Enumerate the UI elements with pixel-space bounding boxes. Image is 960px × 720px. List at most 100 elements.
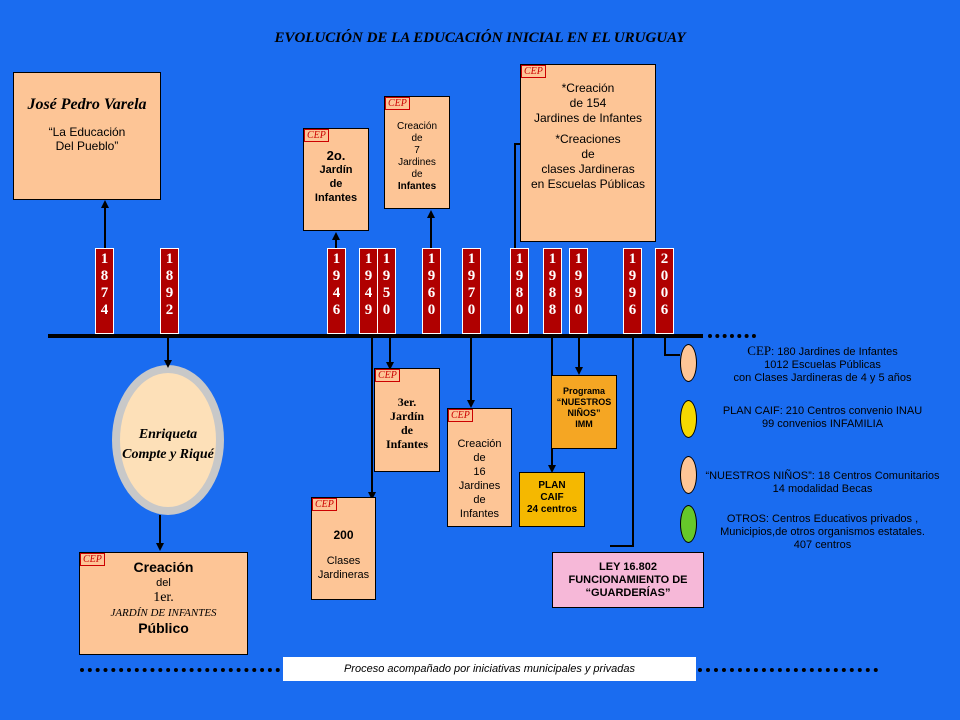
year-1874-d2: 8 [100, 268, 109, 284]
year-1996-d4: 6 [628, 302, 637, 318]
dieciseis-jardines-box: CEP Creación de 16 Jardines de Infantes [447, 408, 512, 527]
c154-l3: Jardines de Infantes [533, 111, 643, 125]
year-1874-d1: 1 [100, 251, 109, 267]
legend-oval-nn [680, 456, 697, 494]
year-1980-d2: 9 [515, 268, 524, 284]
siete-arrow [427, 210, 435, 218]
legend-otros-l1: OTROS: Centros Educativos privados , [726, 513, 919, 525]
year-1960-d3: 6 [427, 285, 436, 301]
year-1996-d2: 9 [628, 268, 637, 284]
enriqueta-name: Enriqueta Compte y Riqué [112, 425, 224, 465]
year-1980-d3: 8 [515, 285, 524, 301]
dieciseis-connector [470, 338, 472, 400]
year-1980-d4: 0 [515, 302, 524, 318]
ley-l2: FUNCIONAMIENTO DE [568, 574, 688, 586]
d16-l2: de [473, 452, 486, 464]
year-1970-d1: 1 [467, 251, 476, 267]
clases-200-box: CEP 200 Clases Jardineras [311, 497, 376, 600]
year-1970-d3: 7 [467, 285, 476, 301]
year-1949-d4: 9 [364, 302, 373, 318]
legend-oval-cep [680, 344, 697, 382]
legend-cep-l1: CEP: 180 Jardines de Infantes [700, 344, 945, 359]
c200-l2: Clases [326, 555, 361, 567]
creacion-arrow [156, 543, 164, 551]
year-1988-d1: 1 [548, 251, 557, 267]
cep-tag: CEP [80, 553, 105, 566]
timeline-axis [48, 334, 703, 338]
legend-otros-text: OTROS: Centros Educativos privados , Mun… [700, 513, 945, 552]
enriqueta-up-connector [167, 336, 169, 362]
d16-l6: Infantes [459, 508, 500, 520]
clases200-arrow [368, 492, 376, 500]
enriqueta-arrow [164, 360, 172, 368]
varela-name: José Pedro Varela [27, 96, 147, 113]
year-1946-d4: 6 [332, 302, 341, 318]
prog-l3: NIÑOS” [567, 408, 601, 418]
legend-nn-text: “NUESTROS NIÑOS”: 18 Centros Comunitario… [700, 470, 945, 496]
year-1990-d3: 9 [574, 285, 583, 301]
year-1990-d4: 0 [574, 302, 583, 318]
varela-quote-2: Del Pueblo” [55, 139, 119, 153]
year-1960-d1: 1 [427, 251, 436, 267]
programa-connector [578, 338, 580, 368]
legend-cep-l3: con Clases Jardineras de 4 y 5 años [733, 372, 912, 384]
plan-l1: PLAN [538, 480, 566, 491]
tercer-l4: Infantes [385, 437, 428, 451]
siete-connector [430, 218, 432, 248]
varela-connector [104, 208, 106, 248]
year-1950-d4: 0 [382, 302, 391, 318]
year-1950-d3: 5 [382, 285, 391, 301]
year-1892-d1: 1 [165, 251, 174, 267]
c154-l5: de [581, 147, 595, 161]
varela-arrow [101, 200, 109, 208]
legend-cep-l2: 1012 Escuelas Públicas [764, 359, 881, 371]
tercer-l2: Jardín [389, 409, 424, 423]
year-1990-d2: 9 [574, 268, 583, 284]
clases200-connector [371, 338, 373, 493]
year-1996-d3: 9 [628, 285, 637, 301]
siete-l1: Creación [396, 121, 438, 132]
year-1990-d1: 1 [574, 251, 583, 267]
year-1949-d1: 1 [364, 251, 373, 267]
siete-l4: Jardines [398, 157, 436, 168]
enriqueta-oval [112, 365, 224, 515]
legend-plan-text: PLAN CAIF: 210 Centros convenio INAU 99 … [700, 405, 945, 431]
year-1892-d4: 2 [165, 302, 174, 318]
siete-l2: de [411, 133, 423, 144]
varela-box: José Pedro Varela “La Educación Del Pueb… [13, 72, 161, 200]
d16-l4: Jardines [458, 480, 501, 492]
segundo-jardin-box: CEP 2o. Jardín de Infantes [303, 128, 369, 231]
year-2006-d2: 0 [660, 268, 669, 284]
c154-connector-v [514, 143, 516, 248]
c200-l1: 200 [333, 528, 354, 542]
tercer-arrow [386, 362, 394, 370]
enriqueta-line1: Enriqueta [138, 427, 198, 442]
d16-l3: 16 [473, 466, 486, 478]
year-1950-d1: 1 [382, 251, 391, 267]
plan-caif-box: PLAN CAIF 24 centros [519, 472, 585, 527]
siete-l5: de [411, 169, 423, 180]
legend-otros-l3: 407 centros [793, 539, 852, 551]
varela-quote-1: “La Educación [48, 125, 126, 139]
legend-oval-plan [680, 400, 697, 438]
year-1988-d2: 9 [548, 268, 557, 284]
d16-l5: de [473, 494, 486, 506]
ley-connector-v [632, 338, 634, 546]
prog-l2: “NUESTROS [556, 397, 612, 407]
year-1946-d1: 1 [332, 251, 341, 267]
segundo-l2: Jardín [319, 164, 353, 176]
plan-l3: 24 centros [526, 504, 578, 515]
cep-tag: CEP [312, 498, 337, 511]
ley-l1: LEY 16.802 [599, 561, 657, 573]
year-2006-d1: 2 [660, 251, 669, 267]
legend-connector [664, 338, 666, 354]
year-2006-d3: 0 [660, 285, 669, 301]
